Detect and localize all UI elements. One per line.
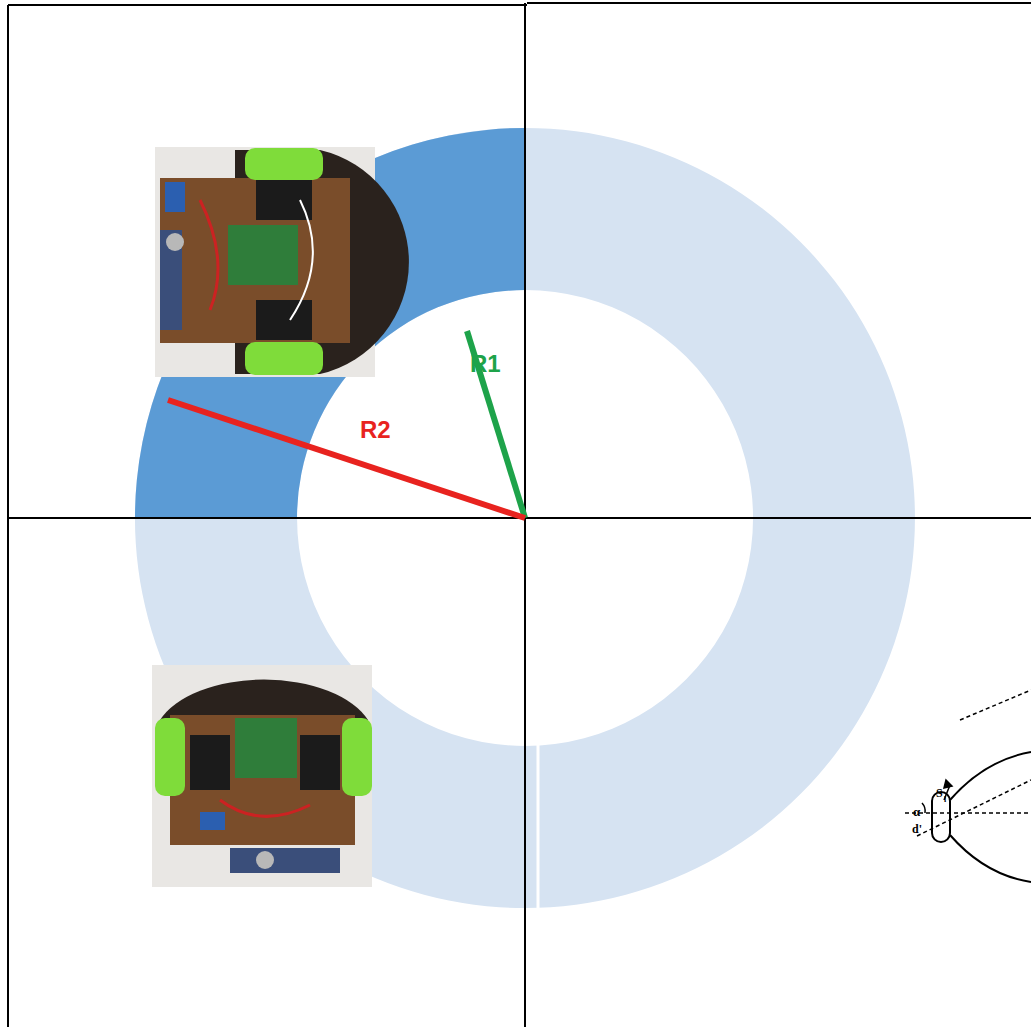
kinematic-sketch: [905, 690, 1031, 882]
sketch-label: α: [913, 805, 920, 818]
radius-r1: [467, 331, 525, 518]
radius-label: R2: [360, 418, 391, 442]
radius-label: R1: [470, 352, 501, 376]
sketch-label: d': [912, 823, 922, 835]
radius-r2: [168, 400, 525, 518]
grid-lines: [8, 3, 1031, 1027]
robot-photo: [155, 147, 409, 377]
robot-photo: [152, 665, 372, 887]
seam: [537, 518, 540, 908]
sketch-label: S: [936, 787, 943, 799]
annulus-quadrant: [135, 128, 525, 518]
sketch-label: l: [944, 796, 946, 804]
